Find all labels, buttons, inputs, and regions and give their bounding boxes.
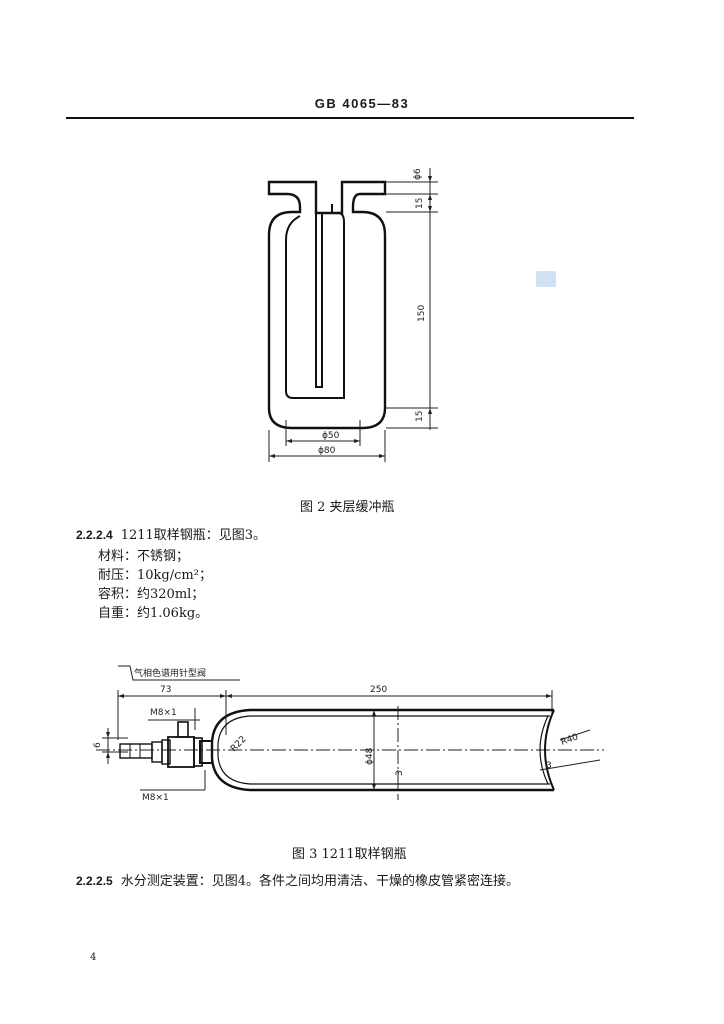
outlet-fitting — [199, 740, 213, 764]
figure3-caption: 图 3 1211取样钢瓶 — [292, 847, 407, 862]
spec-material: 材料：不锈钢； — [98, 549, 190, 564]
dim-bottle-dia: ϕ48 — [365, 747, 375, 765]
dim-wall-right: 3 — [546, 761, 552, 771]
page-number: 4 — [90, 952, 97, 963]
dim-radius-right: R40 — [560, 732, 580, 748]
dim-thread-bottom: M8×1 — [142, 793, 169, 803]
section-225-line: 2.2.2.5 水分测定装置：见图4。各件之间均用清洁、干燥的橡皮管紧密连接。 — [76, 870, 519, 889]
dim-thread-top: M8×1 — [150, 708, 177, 718]
page-header: GB 4065—83 — [314, 96, 410, 111]
valve-note: 气相色谱用针型阀 — [134, 667, 206, 679]
needle-valve-body — [167, 736, 195, 768]
bottle-right-end — [544, 709, 555, 791]
figure2-caption: 图 2 夹层缓冲瓶 — [300, 500, 395, 515]
dim-inner-diameter: ϕ50 — [322, 431, 340, 441]
valve-handle — [177, 721, 189, 738]
dim-length-left: 73 — [160, 685, 171, 695]
bottle-inner-wall — [217, 715, 550, 785]
scan-stamp-mark — [536, 271, 556, 287]
section-225-number: 2.2.2.5 — [76, 874, 113, 888]
dim-outer-diameter: ϕ80 — [318, 446, 336, 456]
header-rule — [66, 117, 634, 119]
dim-nozzle-dia: 6 — [93, 742, 103, 748]
figure3-drawing: 气相色谱用针型阀 73 250 M8×1 6 M8×1 R22 ϕ48 3 R4… — [93, 665, 604, 803]
dim-bottom-height: 15 — [415, 411, 425, 422]
spec-pressure: 耐压：10kg/cm²； — [98, 568, 212, 583]
spec-weight: 自重：约1.06kg。 — [98, 606, 209, 621]
figure2-drawing: ϕ6 15 150 15 ϕ50 ϕ80 — [267, 168, 438, 462]
dim-wall-inner: 3 — [395, 770, 405, 776]
outer-bottle-outline — [267, 180, 387, 430]
dim-radius-left: R22 — [229, 735, 249, 755]
inner-return-tube — [285, 204, 345, 399]
dim-tube-diameter: ϕ6 — [413, 168, 423, 180]
spec-volume: 容积：约320ml； — [98, 587, 205, 602]
dim-top-height: 15 — [415, 198, 425, 209]
valve-nozzle — [119, 743, 153, 759]
section-224-title: 1211取样钢瓶：见图3。 — [120, 528, 267, 543]
inner-jacket-outline — [315, 213, 323, 388]
section-224-number: 2.2.2.4 — [76, 528, 113, 542]
dim-body-height: 150 — [417, 305, 427, 322]
dim-length-total: 250 — [370, 685, 387, 695]
section-225-text: 水分测定装置：见图4。各件之间均用清洁、干燥的橡皮管紧密连接。 — [120, 874, 519, 889]
section-224-heading: 2.2.2.4 1211取样钢瓶：见图3。 — [76, 524, 266, 543]
